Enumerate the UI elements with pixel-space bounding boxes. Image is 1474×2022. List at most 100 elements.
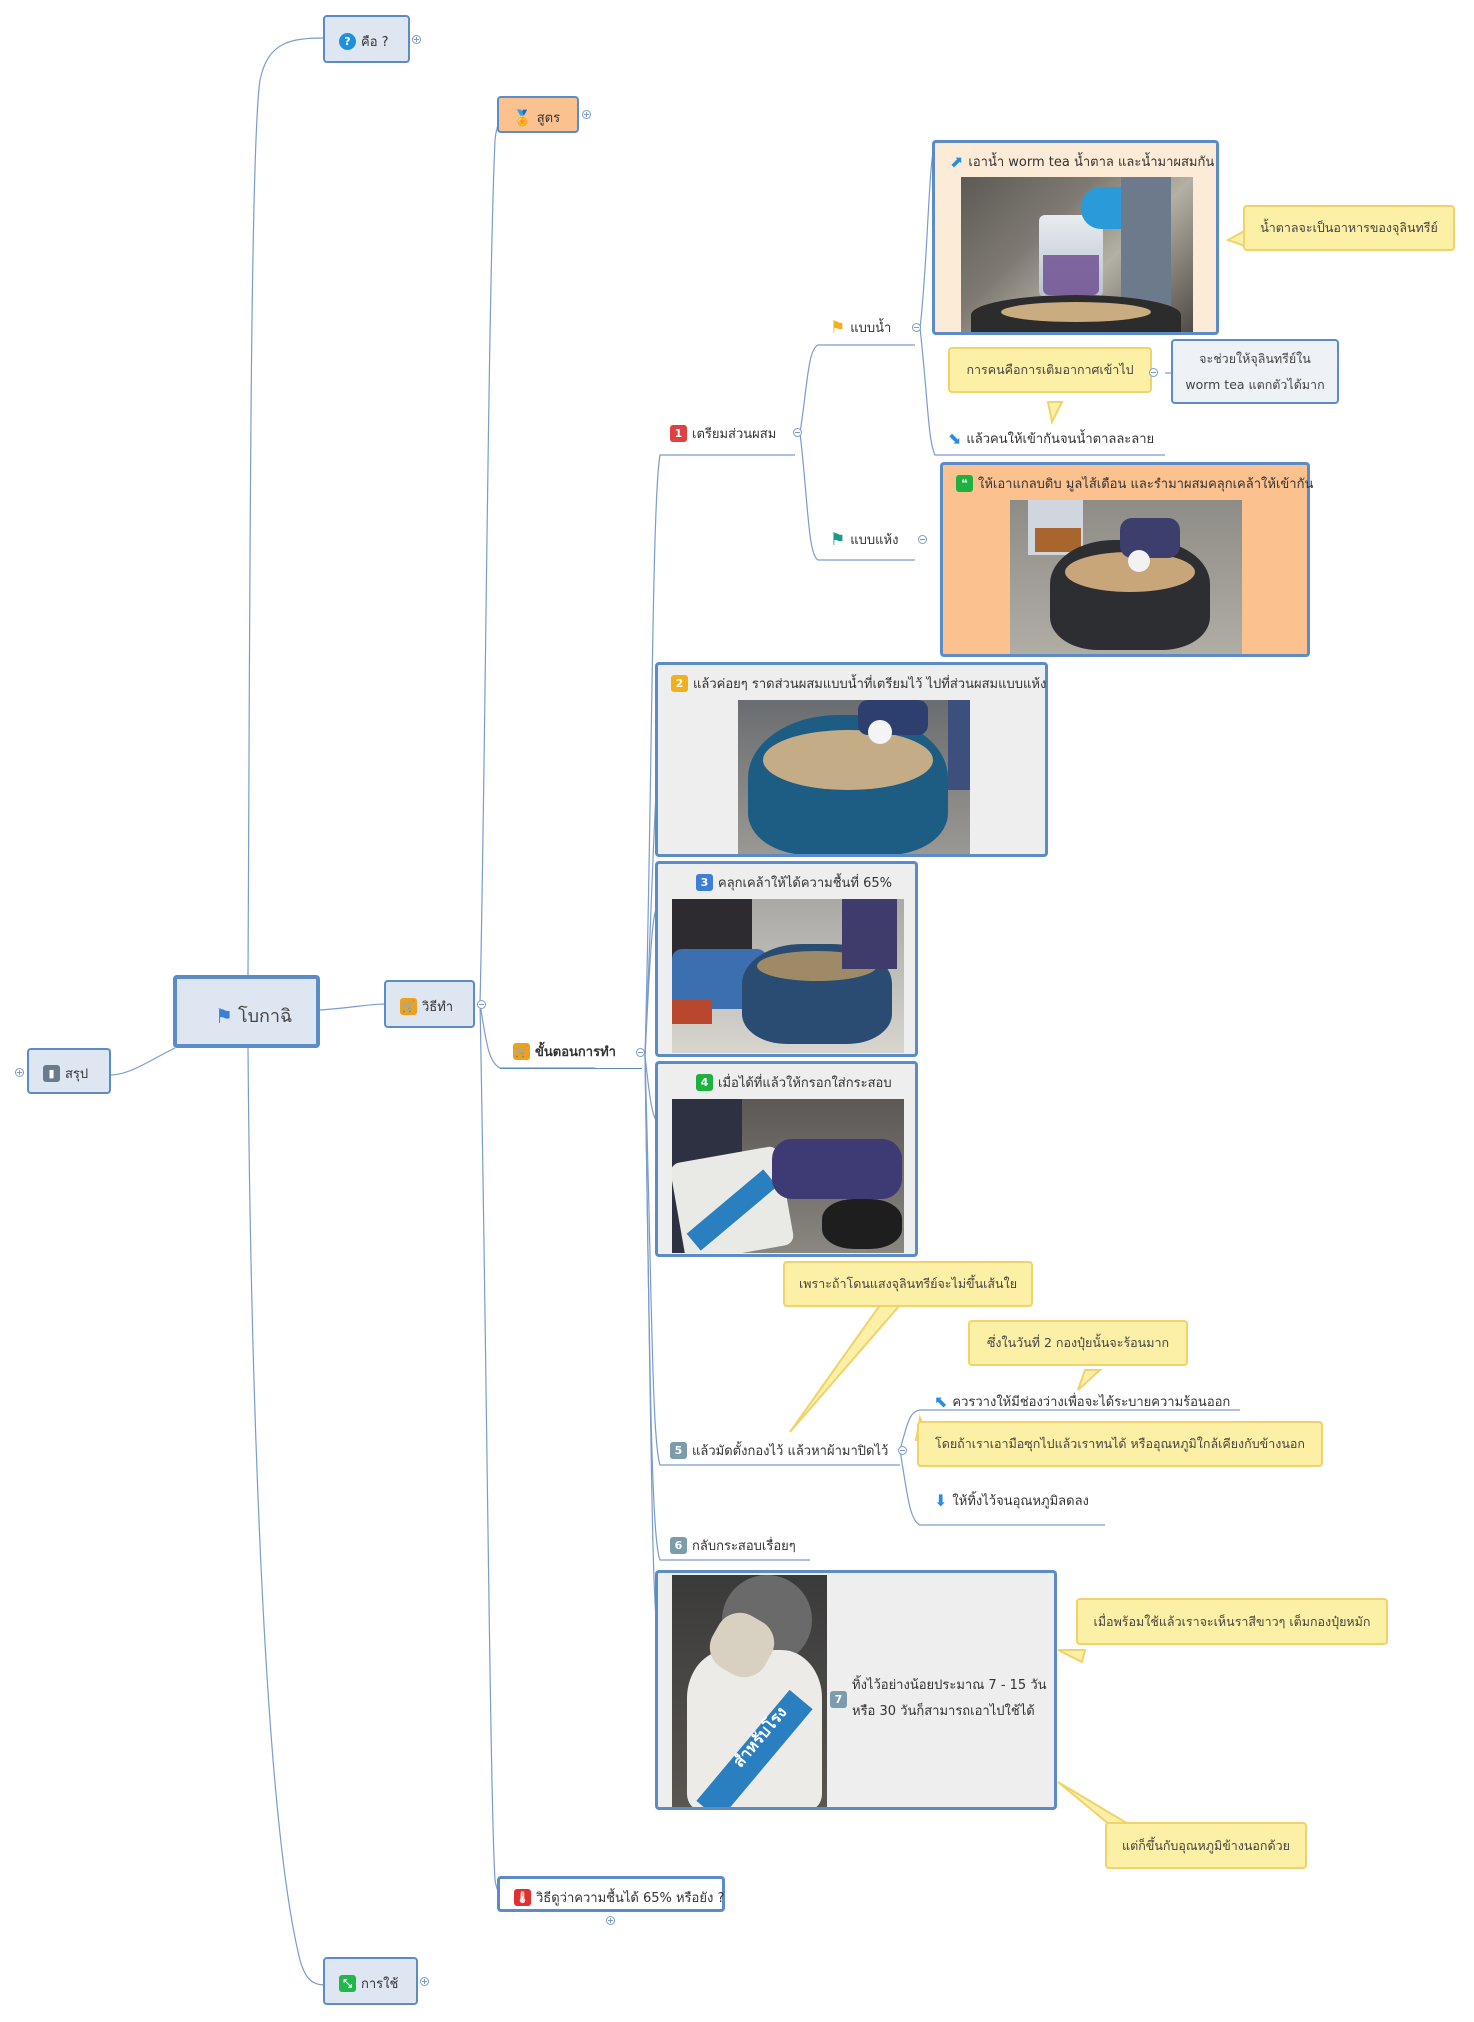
- step3-number: 3: [696, 874, 713, 891]
- wet-node[interactable]: ⚑ แบบน้ำ: [830, 317, 891, 338]
- quote-icon: ❝: [956, 475, 973, 492]
- step1-label: เตรียมส่วนผสม: [692, 427, 777, 442]
- pouring-mix-photo: [738, 700, 970, 854]
- space-label: ควรวางให้มีช่องว่างเพื่อจะได้ระบายความร้…: [952, 1395, 1231, 1410]
- space-note: ซึ่งในวันที่ 2 กองปุ๋ยนั้นจะร้อนมาก: [968, 1320, 1188, 1366]
- stir-node[interactable]: ⬊ แล้วคนให้เข้ากันจนน้ำตาลละลาย: [948, 428, 1154, 449]
- stir-note-collapse-toggle[interactable]: [1149, 368, 1158, 377]
- step6-label: กลับกระสอบเรื่อยๆ: [692, 1539, 796, 1554]
- pour-node[interactable]: ⬈ เอาน้ำ worm tea น้ำตาล และน้ำมาผสมกัน: [932, 140, 1219, 335]
- dry-label: แบบแห้ง: [850, 533, 899, 548]
- summary-label: สรุป: [65, 1067, 89, 1082]
- usage-expand-toggle[interactable]: [420, 1977, 429, 1986]
- step2-node[interactable]: 2 แล้วค่อยๆ ราดส่วนผสมแบบน้ำที่เตรียมไว้…: [655, 662, 1048, 857]
- bagging-photo: [672, 1099, 904, 1253]
- step7-node[interactable]: สำหรับโรง 7 ทิ้งไว้อย่างน้อยประมาณ 7 - 1…: [655, 1570, 1057, 1810]
- formula-node[interactable]: 🏅 สูตร: [497, 96, 579, 133]
- step7-line2: หรือ 30 วันก็สามารถเอาไปใช้ได้: [852, 1704, 1035, 1719]
- thermometer-icon: 🌡: [514, 1889, 531, 1906]
- steps-label: ขั้นตอนการทำ: [535, 1045, 616, 1060]
- space-note-text: ซึ่งในวันที่ 2 กองปุ๋ยนั้นจะร้อนมาก: [986, 1335, 1170, 1350]
- dry-node-box[interactable]: ❝ ให้เอาแกลบดิบ มูลไส้เดือน และรำมาผสมคล…: [940, 462, 1314, 657]
- root-label: โบกาฉิ: [237, 1006, 293, 1027]
- stir-note-text: การคนคือการเติมอากาศเข้าไป: [966, 362, 1134, 377]
- space-node[interactable]: ⬉ ควรวางให้มีช่องว่างเพื่อจะได้ระบายความ…: [934, 1391, 1230, 1412]
- usage-node[interactable]: ⤡ การใช้: [323, 1957, 418, 2005]
- what-label: คือ ?: [361, 35, 389, 50]
- step3-node[interactable]: 3 คลุกเคล้าให้ได้ความชื้นที่ 65%: [655, 861, 918, 1057]
- pour-label: เอาน้ำ worm tea น้ำตาล และน้ำมาผสมกัน: [968, 155, 1215, 170]
- question-icon: ?: [339, 33, 356, 50]
- step7-number: 7: [830, 1690, 847, 1708]
- blue-flag-icon: ⚑: [215, 1003, 233, 1028]
- step5-collapse-toggle[interactable]: [898, 1446, 907, 1455]
- root-node[interactable]: ⚑ โบกาฉิ: [173, 975, 320, 1048]
- pour-note: น้ำตาลจะเป็นอาหารของจุลินทรีย์: [1243, 205, 1455, 251]
- cart-icon: 🛒: [400, 998, 417, 1015]
- step4-number: 4: [696, 1074, 713, 1091]
- yellow-flag-icon: ⚑: [830, 317, 846, 338]
- arrow-down-icon: ⬇: [934, 1491, 948, 1510]
- wet-label: แบบน้ำ: [850, 321, 892, 336]
- step7-note-temp-text: แต่ก็ขึ้นกับอุณหภูมิข้างนอกด้วย: [1122, 1837, 1290, 1853]
- step7-note-temp: แต่ก็ขึ้นกับอุณหภูมิข้างนอกด้วย: [1105, 1822, 1307, 1869]
- step4-node[interactable]: 4 เมื่อได้ที่แล้วให้กรอกใส่กระสอบ: [655, 1061, 918, 1257]
- arrow-down-right-icon: ⬊: [948, 429, 962, 448]
- step7-line1: ทิ้งไว้อย่างน้อยประมาณ 7 - 15 วัน: [852, 1678, 1047, 1693]
- cart-icon: 🛒: [513, 1043, 530, 1060]
- step5-label: แล้วมัดตั้งกองไว้ แล้วหาผ้ามาปิดไว้: [692, 1444, 889, 1459]
- pour-note-text: น้ำตาลจะเป็นอาหารของจุลินทรีย์: [1260, 220, 1438, 235]
- step7-note-ready: เมื่อพร้อมใช้แล้วเราจะเห็นราสีขาวๆ เต็มก…: [1076, 1598, 1388, 1645]
- step5-note-text: เพราะถ้าโดนแสงจุลินทรีย์จะไม่ขึ้นเส้นใย: [798, 1276, 1018, 1291]
- chart-icon: ▮: [43, 1065, 60, 1082]
- dry-text: ให้เอาแกลบดิบ มูลไส้เดือน และรำมาผสมคลุก…: [978, 477, 1314, 492]
- stir-note: การคนคือการเติมอากาศเข้าไป: [948, 347, 1152, 393]
- dry-mix-tub-photo: [1010, 500, 1242, 654]
- step2-number: 2: [671, 675, 688, 692]
- steps-node[interactable]: 🛒 ขั้นตอนการทำ: [513, 1041, 616, 1062]
- leave-note-text: โดยถ้าเราเอามือซุกไปแล้วเราทนได้ หรืออุณ…: [935, 1436, 1305, 1451]
- arrow-up-left-icon: ⬉: [934, 1392, 948, 1411]
- step5-number: 5: [670, 1442, 687, 1459]
- howto-collapse-toggle[interactable]: [477, 1000, 486, 1009]
- dry-node[interactable]: ⚑ แบบแห้ง: [830, 529, 898, 550]
- what-expand-toggle[interactable]: [412, 35, 421, 44]
- step1-node[interactable]: 1 เตรียมส่วนผสม: [670, 423, 776, 444]
- moisture-label: วิธีดูว่าความชื้นได้ 65% หรือยัง ?: [536, 1891, 725, 1906]
- formula-label: สูตร: [536, 111, 561, 126]
- step6-node[interactable]: 6 กลับกระสอบเรื่อยๆ: [670, 1535, 796, 1556]
- step3-label: คลุกเคล้าให้ได้ความชื้นที่ 65%: [718, 876, 893, 891]
- summary-expand-toggle[interactable]: [15, 1068, 24, 1077]
- medal-icon: 🏅: [513, 108, 532, 127]
- leave-note: โดยถ้าเราเอามือซุกไปแล้วเราทนได้ หรืออุณ…: [917, 1421, 1323, 1467]
- howto-label: วิธีทำ: [422, 1000, 454, 1015]
- wet-collapse-toggle[interactable]: [912, 323, 921, 332]
- teal-flag-icon: ⚑: [830, 529, 846, 550]
- leave-node[interactable]: ⬇ ให้ทิ้งไว้จนอุณหภูมิลดลง: [934, 1490, 1089, 1511]
- bag-tied-photo: สำหรับโรง: [672, 1575, 827, 1807]
- step2-label: แล้วค่อยๆ ราดส่วนผสมแบบน้ำที่เตรียมไว้ ไ…: [693, 677, 1047, 692]
- step6-number: 6: [670, 1537, 687, 1554]
- step4-label: เมื่อได้ที่แล้วให้กรอกใส่กระสอบ: [718, 1076, 892, 1091]
- howto-node[interactable]: 🛒 วิธีทำ: [384, 980, 475, 1028]
- bucket-pouring-photo: [961, 177, 1193, 332]
- step5-note: เพราะถ้าโดนแสงจุลินทรีย์จะไม่ขึ้นเส้นใย: [783, 1261, 1033, 1307]
- stir-note-detail: จะช่วยให้จุลินทรีย์ใน worm tea แตกตัวได้…: [1171, 339, 1339, 404]
- stir-note-detail-line2: worm tea แตกตัวได้มาก: [1185, 376, 1325, 392]
- moisture-expand-toggle[interactable]: [606, 1916, 615, 1925]
- stir-label: แล้วคนให้เข้ากันจนน้ำตาลละลาย: [966, 432, 1155, 447]
- step1-collapse-toggle[interactable]: [793, 428, 802, 437]
- step5-node[interactable]: 5 แล้วมัดตั้งกองไว้ แล้วหาผ้ามาปิดไว้: [670, 1440, 888, 1461]
- steps-underline: [500, 1068, 642, 1069]
- expand-icon: ⤡: [339, 1975, 356, 1992]
- usage-label: การใช้: [361, 1977, 399, 1992]
- steps-collapse-toggle[interactable]: [636, 1048, 645, 1057]
- summary-node[interactable]: ▮ สรุป: [27, 1048, 111, 1094]
- mixing-hands-photo: [672, 899, 904, 1053]
- formula-expand-toggle[interactable]: [582, 110, 591, 119]
- moisture-node[interactable]: 🌡 วิธีดูว่าความชื้นได้ 65% หรือยัง ?: [497, 1876, 725, 1912]
- leave-label: ให้ทิ้งไว้จนอุณหภูมิลดลง: [952, 1494, 1089, 1509]
- stir-note-detail-line1: จะช่วยให้จุลินทรีย์ใน: [1199, 350, 1311, 366]
- dry-collapse-toggle[interactable]: [918, 535, 927, 544]
- what-node[interactable]: ? คือ ?: [323, 15, 410, 63]
